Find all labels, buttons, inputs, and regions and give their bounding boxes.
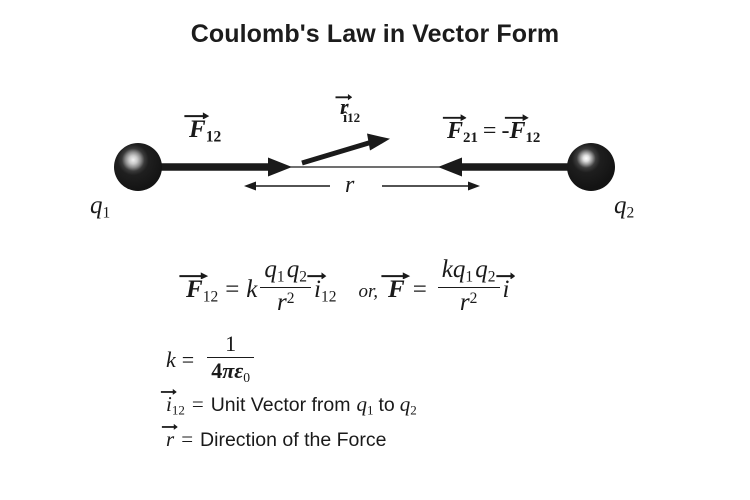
charge-label-q2: q2 [614, 192, 634, 222]
definition-i-text: Unit Vector from [210, 394, 351, 416]
vector-accent-i12: i [307, 271, 327, 304]
charge-sphere-q2 [567, 143, 615, 191]
force-label-f21: F21=-F12 [442, 114, 541, 147]
force-label-equals: = [482, 118, 497, 144]
vector-accent-f12b: F [505, 114, 530, 145]
definition-r-text: Direction of the Force [200, 429, 387, 451]
unit-vector-label-sub: î12 [343, 110, 361, 126]
equation-main-k: k [246, 276, 258, 304]
charge-sphere-q1 [114, 143, 162, 191]
vector-accent-i12-def: i [160, 388, 177, 417]
equation-k-equals: = [181, 346, 195, 372]
vector-accent-f12: F [184, 111, 210, 144]
force-label-f21-sub: 21 [463, 130, 478, 147]
definition-direction: r= Direction of the Force [161, 423, 387, 452]
force-label-f12-sub: 12 [205, 128, 222, 146]
force-arrow-f21 [438, 157, 578, 177]
definition-i-equals: = [191, 392, 204, 416]
vector-accent-r-def: r [161, 423, 178, 452]
vector-accent-f-eq: F [381, 271, 411, 304]
charge-label-q1: q1 [90, 192, 110, 222]
charge-label-q2-sub: 2 [626, 204, 635, 222]
charge-label-q2-symbol: q [614, 192, 627, 219]
unit-vector-arrow [301, 133, 390, 166]
definition-i-qb: q [399, 392, 411, 416]
force-label-f12: F12 [184, 111, 222, 146]
coulomb-force-diagram [0, 0, 750, 240]
equation-k-denominator: 4πε0 [211, 357, 251, 385]
definition-i-qa: q [356, 392, 368, 416]
equation-main-i-sub: 12 [320, 288, 337, 306]
charge-label-q1-sub: 1 [102, 204, 111, 222]
equation-main-rhs-equals: = [412, 276, 427, 304]
distance-measure-r [244, 181, 480, 191]
vector-accent-f21: F [442, 114, 467, 145]
vector-accent-f12-eq: F [179, 271, 209, 304]
charge-label-q1-symbol: q [90, 192, 103, 219]
equation-main-rhs-denominator: r2 [459, 289, 478, 317]
force-arrow-f12 [152, 157, 292, 177]
equation-k-numerator: 1 [207, 332, 255, 358]
equation-main-lhs-sub: 12 [202, 288, 219, 306]
distance-label-r: r [345, 172, 355, 198]
definition-i-sub: 12 [171, 402, 185, 418]
definition-i-text-mid: to [378, 394, 395, 416]
equation-main-or: or, [358, 281, 378, 303]
vector-accent-i: i [496, 271, 516, 304]
page-title: Coulomb's Law in Vector Form [190, 20, 560, 48]
definition-r-equals: = [181, 427, 194, 451]
equation-main-denominator: r2 [276, 289, 295, 317]
equation-main-equals: = [225, 276, 240, 304]
equation-main-rhs-numerator: kq1 q2 [437, 256, 500, 289]
force-label-f12b-sub: 12 [525, 130, 541, 147]
equation-k-symbol: k [166, 346, 176, 372]
equation-main-numerator: q1 q2 [260, 256, 311, 289]
force-label-minus: - [501, 118, 510, 144]
